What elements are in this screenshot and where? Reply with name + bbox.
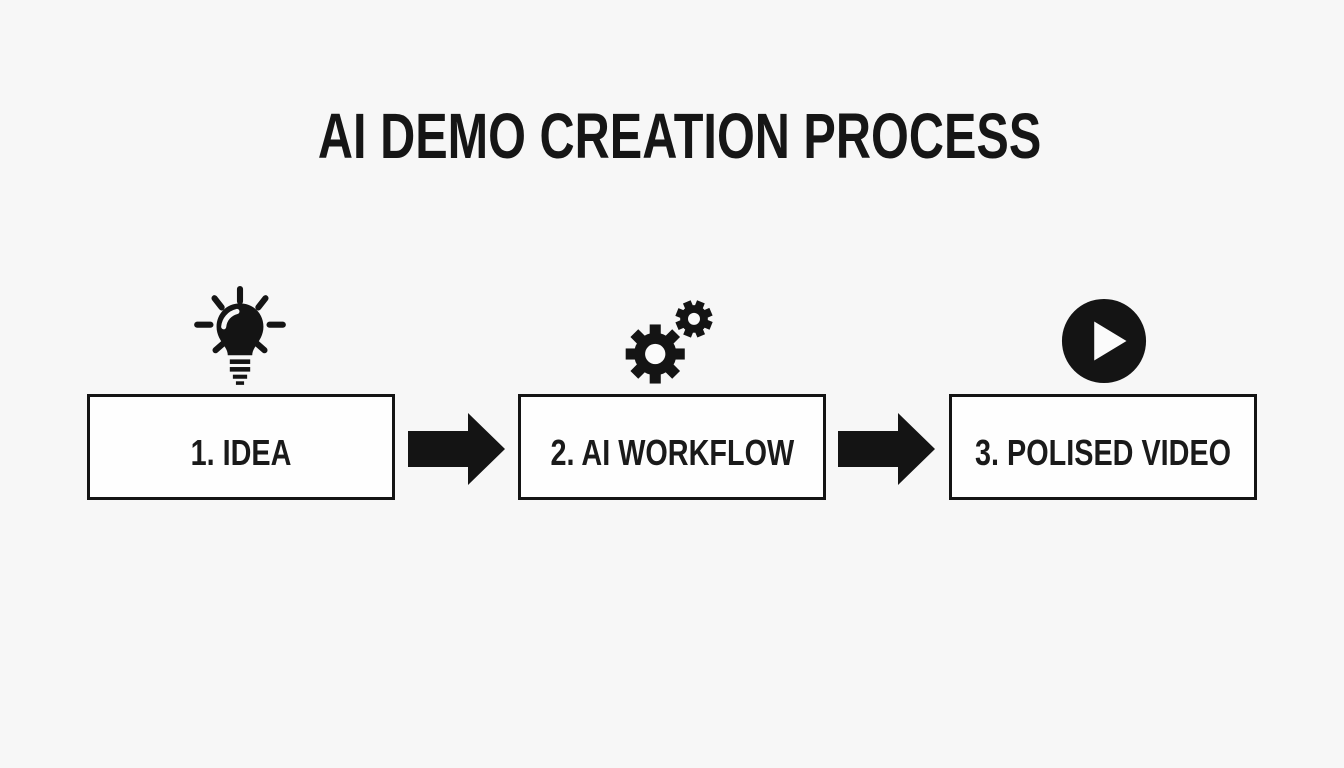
arrow-right-icon [408,413,505,485]
step-box-idea: 1. IDEA [87,394,395,500]
step-box-polished-video: 3. POLISED VIDEO [949,394,1257,500]
arrow-right-icon [838,413,935,485]
lightbulb-icon [194,286,286,385]
step-label-idea: 1. IDEA [190,432,292,473]
step-label-polished-video: 3. POLISED VIDEO [974,432,1232,473]
gears-icon [625,300,713,384]
diagram-title: AI DEMO CREATION PROCESS [317,100,1042,172]
step-label-ai-workflow: 2. AI WORKFLOW [550,432,794,473]
step-box-ai-workflow: 2. AI WORKFLOW [518,394,826,500]
play-button-icon [1061,298,1147,384]
